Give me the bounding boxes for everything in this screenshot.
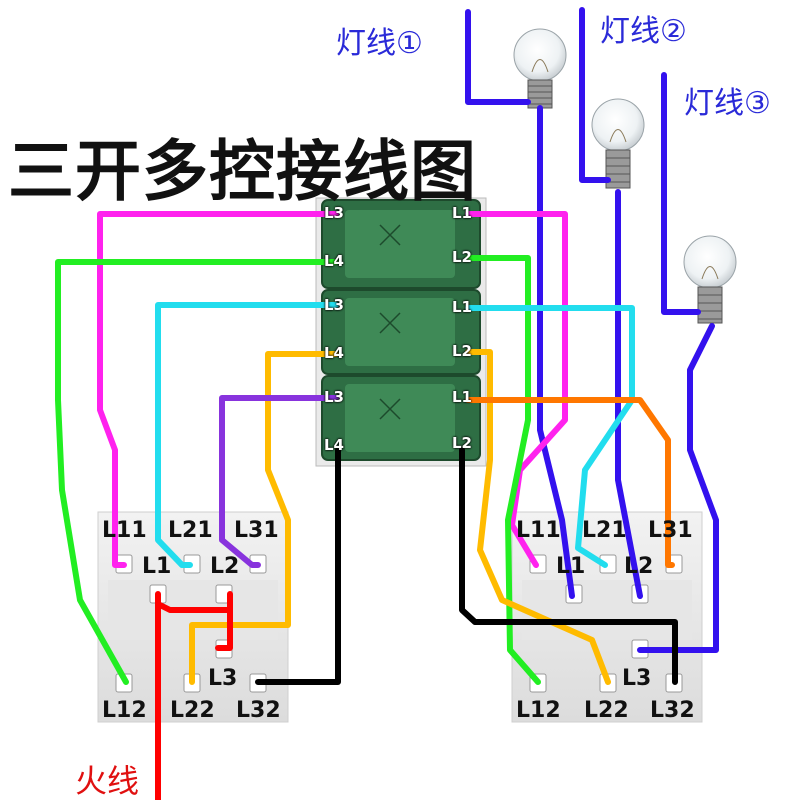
wire-green-1 xyxy=(55,259,339,685)
right-l1: L1 xyxy=(556,554,586,579)
lamp-3-label: 灯线③ xyxy=(684,86,771,121)
right-l2: L2 xyxy=(624,554,654,579)
right-l11: L11 xyxy=(516,518,561,543)
wire-cyan-2 xyxy=(465,305,635,568)
left-l31: L31 xyxy=(234,518,279,543)
right-l22: L22 xyxy=(584,698,629,723)
module-l1-mid: L1 xyxy=(452,298,472,316)
left-l21: L21 xyxy=(168,518,213,543)
left-l32: L32 xyxy=(236,698,281,723)
lamp-1-label: 灯线① xyxy=(336,26,423,61)
lamp-3 xyxy=(683,235,737,324)
module-l2-top: L2 xyxy=(452,248,472,266)
wire-black-1 xyxy=(255,447,341,685)
module-l2-mid: L2 xyxy=(452,342,472,360)
live-wire-label: 火线 xyxy=(75,762,140,800)
module-l3-top: L3 xyxy=(324,204,344,222)
left-l11: L11 xyxy=(102,518,147,543)
module-l3-bot: L3 xyxy=(324,388,344,406)
wire-yellow-1 xyxy=(189,351,339,685)
wire-lamp2-blue xyxy=(579,7,643,599)
left-l3: L3 xyxy=(208,666,238,691)
right-l12: L12 xyxy=(516,698,561,723)
wire-black-2 xyxy=(459,447,678,685)
module-l1-bot: L1 xyxy=(452,388,472,406)
left-l12: L12 xyxy=(102,698,147,723)
left-l22: L22 xyxy=(170,698,215,723)
module-l1-top: L1 xyxy=(452,204,472,222)
wire-yellow-2 xyxy=(465,349,611,685)
wire-magenta-2 xyxy=(465,211,568,568)
lamp-2 xyxy=(591,98,645,189)
right-l31: L31 xyxy=(648,518,693,543)
right-l3: L3 xyxy=(622,666,652,691)
left-l1: L1 xyxy=(142,554,172,579)
module-l4-mid: L4 xyxy=(324,344,344,362)
module-l4-bot: L4 xyxy=(324,436,344,454)
right-l32: L32 xyxy=(650,698,695,723)
module-l4-top: L4 xyxy=(324,252,344,270)
wire-cyan-1 xyxy=(155,302,339,568)
module-l3-mid: L3 xyxy=(324,296,344,314)
left-l2: L2 xyxy=(210,554,240,579)
left-switch-body xyxy=(97,511,289,723)
lamp-1 xyxy=(513,28,567,109)
wire-green-2 xyxy=(465,255,541,685)
right-l21: L21 xyxy=(582,518,627,543)
wire-purple xyxy=(219,395,339,568)
wire-lamp1-blue xyxy=(465,9,575,599)
wire-live-red xyxy=(155,591,233,800)
lamp-2-label: 灯线② xyxy=(600,14,687,49)
module-l2-bot: L2 xyxy=(452,434,472,452)
wire-orange xyxy=(465,397,675,568)
wire-lamp3-blue xyxy=(637,72,719,653)
wire-magenta-1 xyxy=(97,211,339,568)
triple-switch-module xyxy=(315,197,487,467)
diagram-title: 三开多控接线图 xyxy=(8,133,477,210)
